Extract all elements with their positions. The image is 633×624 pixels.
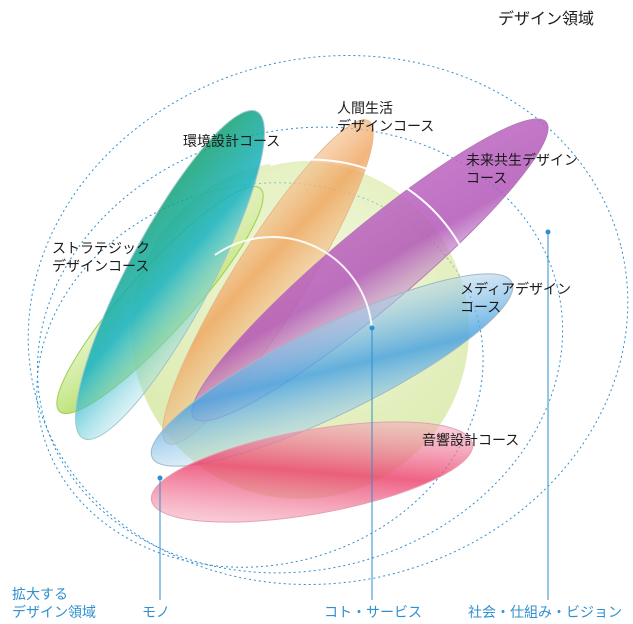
koto-label: コト・サービス xyxy=(324,605,422,621)
media-design-shape xyxy=(150,273,514,467)
middle-domain-boundary xyxy=(36,126,564,574)
mono-label: モノ xyxy=(142,605,170,621)
diagram-title: デザイン領域 xyxy=(498,9,595,28)
ningen-course-label: 人間生活 デザインコース xyxy=(337,100,434,136)
media-course-label-line2: コース xyxy=(460,300,502,316)
kankyo-design-shape xyxy=(75,109,265,441)
media-course-label: メディアデザイン コース xyxy=(460,281,571,317)
ningen-course-label-line2: デザインコース xyxy=(337,119,435,135)
strategic-course-label-line1: ストラテジック xyxy=(52,241,150,257)
shakai-label: 社会・仕組み・ビジョン xyxy=(468,605,622,621)
shakai-marker xyxy=(545,229,551,235)
koto-marker xyxy=(369,325,375,331)
onkyo-design-shape xyxy=(150,421,474,523)
mirai-course-label: 未来共生デザイン コース xyxy=(466,152,578,188)
kakudai-label-line2: デザイン領域 xyxy=(12,605,96,621)
media-course-label-line1: メディアデザイン xyxy=(460,282,572,298)
strategic-course-label: ストラテジック デザインコース xyxy=(52,240,150,276)
onkyo-course-label: 音響設計コース xyxy=(422,433,520,449)
kakudai-label-line1: 拡大する xyxy=(12,587,68,603)
strategic-course-label-line2: デザインコース xyxy=(52,259,150,275)
kakudai-label: 拡大する デザイン領域 xyxy=(12,586,96,622)
mirai-course-label-line1: 未来共生デザイン xyxy=(466,153,578,169)
sphere-outer-rim xyxy=(269,158,466,256)
kankyo-course-label: 環境設計コース xyxy=(183,134,281,150)
mono-marker xyxy=(157,475,163,481)
sphere-front-rim xyxy=(214,236,373,331)
ningen-course-label-line1: 人間生活 xyxy=(337,101,393,117)
mirai-course-label-line2: コース xyxy=(466,171,508,187)
